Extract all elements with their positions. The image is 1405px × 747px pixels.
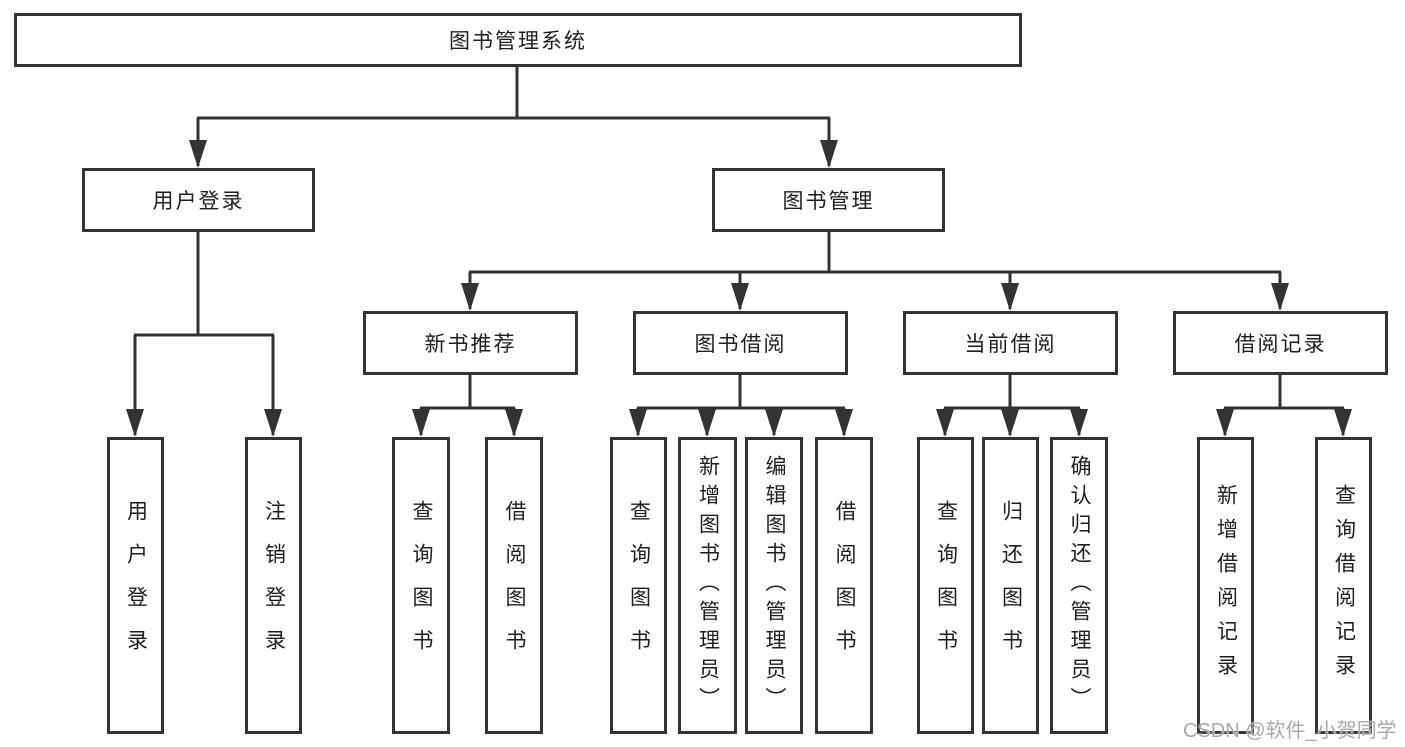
csdn-watermark: CSDN @软件_小贺同学 <box>1183 720 1397 742</box>
node-book-borrow: 图书借阅 <box>633 311 848 375</box>
node-leaf-user-login: 用户登录 <box>107 437 164 734</box>
node-leaf-query-books-1: 查询图书 <box>392 437 450 734</box>
node-new-book-recommend: 新书推荐 <box>363 311 578 375</box>
node-root-label: 图书管理系统 <box>449 30 587 53</box>
node-book-management-label: 图书管理 <box>782 190 875 213</box>
node-book-management: 图书管理 <box>712 168 945 232</box>
node-leaf-query-books-3-label: 查询图书 <box>934 499 958 672</box>
node-book-borrow-label: 图书借阅 <box>694 333 787 356</box>
node-leaf-logout-label: 注销登录 <box>262 499 286 672</box>
node-leaf-query-borrow-record: 查询借阅记录 <box>1315 437 1372 734</box>
node-current-borrow-label: 当前借阅 <box>964 333 1057 356</box>
node-leaf-add-book-admin: 新增图书（管理员） <box>678 437 737 734</box>
node-current-borrow: 当前借阅 <box>903 311 1118 375</box>
node-borrow-records: 借阅记录 <box>1173 311 1388 375</box>
node-leaf-query-books-3: 查询图书 <box>917 437 974 734</box>
node-leaf-borrow-books-1-label: 借阅图书 <box>503 499 526 672</box>
node-leaf-query-books-1-label: 查询图书 <box>410 499 433 672</box>
node-leaf-query-books-2: 查询图书 <box>610 437 667 734</box>
node-leaf-query-borrow-record-label: 查询借阅记录 <box>1332 483 1356 688</box>
node-leaf-edit-book-admin: 编辑图书（管理员） <box>745 437 803 734</box>
node-leaf-borrow-books-2-label: 借阅图书 <box>833 499 856 672</box>
node-leaf-query-books-2-label: 查询图书 <box>627 499 651 672</box>
node-leaf-borrow-books-2: 借阅图书 <box>815 437 873 734</box>
node-leaf-borrow-books-1: 借阅图书 <box>485 437 543 734</box>
node-leaf-user-login-label: 用户登录 <box>124 499 148 672</box>
node-leaf-logout: 注销登录 <box>245 437 302 734</box>
node-user-login: 用户登录 <box>82 168 315 232</box>
node-root: 图书管理系统 <box>14 13 1022 67</box>
node-borrow-records-label: 借阅记录 <box>1234 333 1327 356</box>
node-leaf-edit-book-admin-label: 编辑图书（管理员） <box>763 455 786 716</box>
node-user-login-label: 用户登录 <box>152 190 245 213</box>
node-new-book-recommend-label: 新书推荐 <box>424 333 517 356</box>
node-leaf-confirm-return-admin-label: 确认归还（管理员） <box>1068 455 1091 716</box>
node-leaf-add-borrow-record: 新增借阅记录 <box>1197 437 1254 734</box>
node-leaf-return-books: 归还图书 <box>982 437 1039 734</box>
node-leaf-add-book-admin-label: 新增图书（管理员） <box>696 455 720 716</box>
node-leaf-add-borrow-record-label: 新增借阅记录 <box>1214 483 1238 688</box>
node-leaf-return-books-label: 归还图书 <box>999 499 1023 672</box>
node-leaf-confirm-return-admin: 确认归还（管理员） <box>1050 437 1108 734</box>
